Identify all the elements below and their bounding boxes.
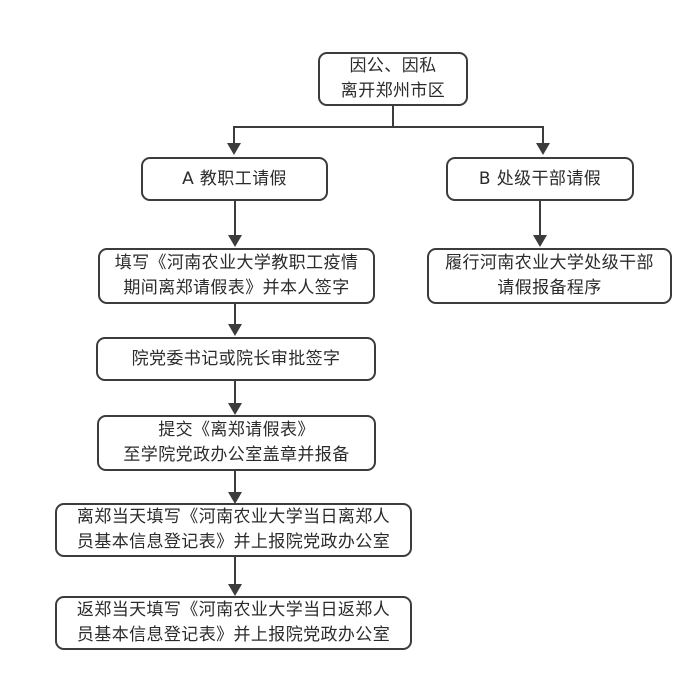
arrowhead-a-step1 bbox=[228, 235, 242, 247]
connector-step4-to-step5 bbox=[234, 557, 236, 585]
arrowhead-a-step4 bbox=[228, 492, 242, 504]
node-a-step4: 离郑当天填写《河南农业大学当日离郑人 员基本信息登记表》并上报院党政办公室 bbox=[55, 503, 412, 557]
arrowhead-to-branch-b bbox=[536, 143, 550, 155]
connector-split-right-drop bbox=[542, 126, 544, 144]
connector-step3-to-step4 bbox=[234, 471, 236, 493]
arrowhead-b-step1 bbox=[533, 235, 547, 247]
node-branch-a: A 教职工请假 bbox=[141, 157, 328, 201]
node-root: 因公、因私 离开郑州市区 bbox=[318, 52, 468, 106]
arrowhead-a-step2 bbox=[228, 324, 242, 336]
connector-split-left-drop bbox=[233, 126, 235, 144]
connector-a-to-step1 bbox=[234, 201, 236, 236]
arrowhead-to-branch-a bbox=[227, 143, 241, 155]
node-a-step1: 填写《河南农业大学教职工疫情 期间离郑请假表》并本人签字 bbox=[98, 248, 375, 304]
connector-step2-to-step3 bbox=[234, 381, 236, 404]
node-a-step3: 提交《离郑请假表》 至学院党政办公室盖章并报备 bbox=[97, 415, 376, 471]
connector-root-stem bbox=[392, 106, 394, 127]
connector-b-to-step1 bbox=[539, 201, 541, 236]
node-b-step1: 履行河南农业大学处级干部 请假报备程序 bbox=[427, 248, 672, 304]
connector-split-bar bbox=[233, 126, 544, 128]
arrowhead-a-step5 bbox=[228, 584, 242, 596]
connector-step1-to-step2 bbox=[234, 304, 236, 325]
node-a-step5: 返郑当天填写《河南农业大学当日返郑人 员基本信息登记表》并上报院党政办公室 bbox=[55, 596, 412, 650]
node-branch-b: B 处级干部请假 bbox=[446, 157, 634, 201]
arrowhead-a-step3 bbox=[228, 403, 242, 415]
node-a-step2: 院党委书记或院长审批签字 bbox=[96, 337, 376, 381]
